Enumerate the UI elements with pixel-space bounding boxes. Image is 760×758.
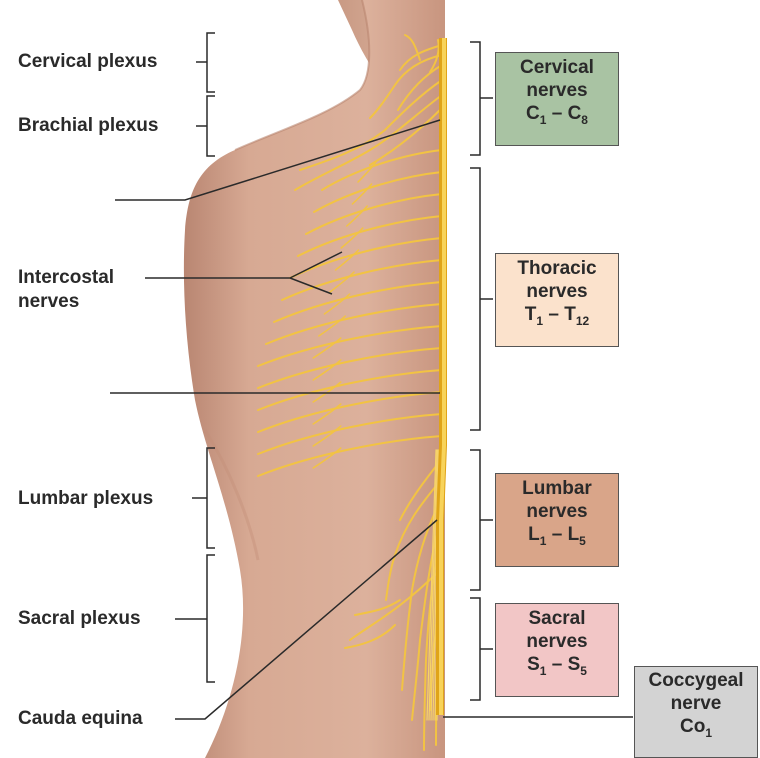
box-cervical-line1: Cervical xyxy=(496,56,618,79)
box-coccygeal-line1: Coccygeal xyxy=(635,669,757,692)
label-cauda-equina: Cauda equina xyxy=(18,707,143,731)
box-cervical-line2: nerves xyxy=(496,79,618,102)
box-cervical-range: C1 – C8 xyxy=(496,102,618,125)
bracket-thoracic-nerves xyxy=(470,168,493,430)
box-lumbar-range: L1 – L5 xyxy=(496,523,618,546)
bracket-cervical-plexus xyxy=(196,33,215,92)
label-intercostal-line2: nerves xyxy=(18,290,114,314)
box-sacral-line2: nerves xyxy=(496,630,618,653)
bracket-cervical-nerves xyxy=(470,42,493,155)
bracket-lumbar-plexus xyxy=(192,448,215,548)
bracket-sacral-nerves xyxy=(470,598,493,700)
bracket-lumbar-nerves xyxy=(470,450,493,590)
label-sacral-plexus: Sacral plexus xyxy=(18,607,141,631)
box-sacral-range: S1 – S5 xyxy=(496,653,618,676)
box-thoracic-nerves: Thoracic nerves T1 – T12 xyxy=(495,253,619,347)
box-coccygeal-nerve: Coccygeal nerve Co1 xyxy=(634,666,758,758)
label-cervical-plexus: Cervical plexus xyxy=(18,50,157,74)
box-thoracic-range: T1 – T12 xyxy=(496,303,618,326)
label-brachial-plexus: Brachial plexus xyxy=(18,114,158,138)
box-thoracic-line2: nerves xyxy=(496,280,618,303)
box-thoracic-line1: Thoracic xyxy=(496,257,618,280)
label-intercostal-nerves: Intercostal nerves xyxy=(18,266,114,314)
box-lumbar-line1: Lumbar xyxy=(496,477,618,500)
box-coccygeal-line2: nerve xyxy=(635,692,757,715)
box-lumbar-nerves: Lumbar nerves L1 – L5 xyxy=(495,473,619,567)
box-lumbar-line2: nerves xyxy=(496,500,618,523)
box-coccygeal-range: Co1 xyxy=(635,715,757,738)
box-sacral-nerves: Sacral nerves S1 – S5 xyxy=(495,603,619,697)
label-lumbar-plexus: Lumbar plexus xyxy=(18,487,153,511)
box-cervical-nerves: Cervical nerves C1 – C8 xyxy=(495,52,619,146)
bracket-sacral-plexus xyxy=(175,555,215,682)
bracket-brachial-plexus xyxy=(196,96,215,156)
label-intercostal-line1: Intercostal xyxy=(18,266,114,290)
box-sacral-line1: Sacral xyxy=(496,607,618,630)
